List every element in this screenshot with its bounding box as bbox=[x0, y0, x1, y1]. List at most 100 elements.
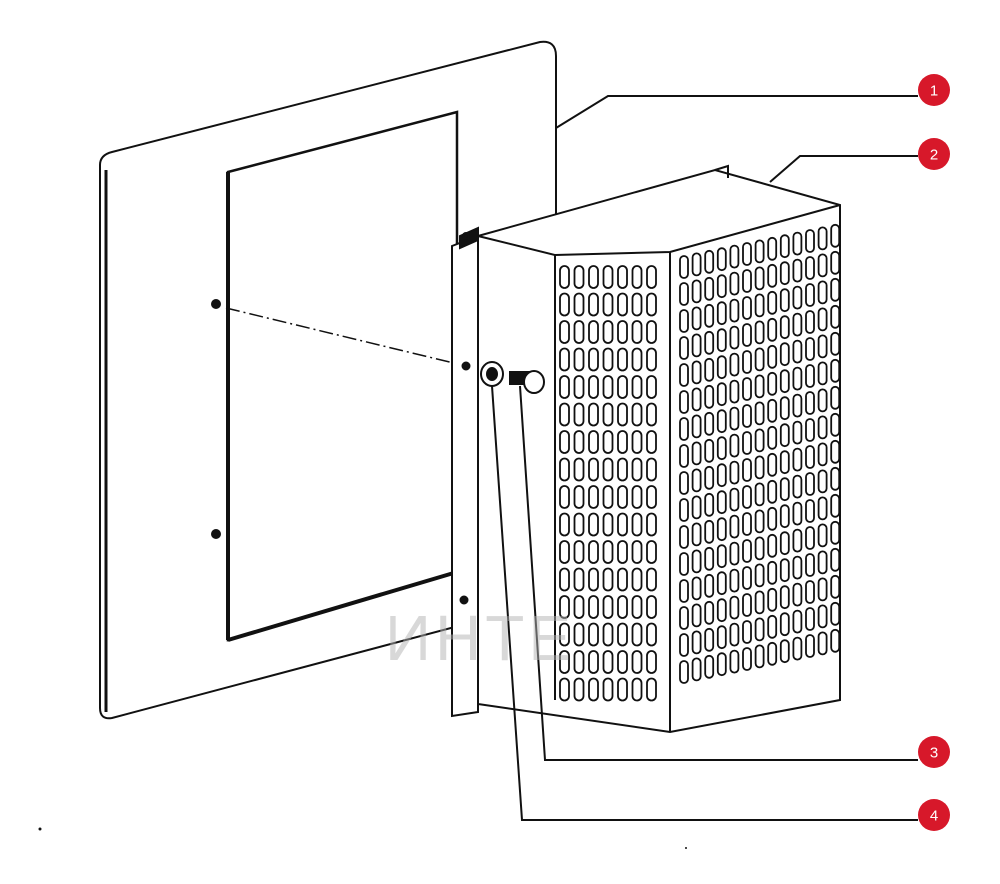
vent-slot bbox=[679, 444, 689, 468]
vent-slot bbox=[716, 652, 727, 677]
vent-slot bbox=[559, 457, 570, 482]
vent-slot bbox=[817, 361, 828, 386]
vent-slot bbox=[729, 298, 740, 323]
vent-slot bbox=[631, 347, 643, 372]
vent-slot bbox=[729, 352, 740, 377]
vent-slot bbox=[830, 601, 841, 626]
ventilated-housing bbox=[477, 164, 841, 734]
vent-slot bbox=[602, 457, 614, 482]
vent-slot bbox=[704, 465, 715, 490]
vent-slot bbox=[559, 265, 570, 289]
vent-slot bbox=[559, 567, 570, 592]
vent-slot bbox=[817, 550, 828, 575]
leader-line-2 bbox=[769, 155, 918, 183]
vent-slot bbox=[573, 375, 585, 399]
callout-3: 3 bbox=[918, 736, 950, 768]
vent-slot bbox=[792, 636, 803, 661]
vent-slot bbox=[830, 520, 841, 545]
vent-slot bbox=[646, 512, 657, 537]
vent-slot bbox=[767, 236, 778, 261]
vent-slot bbox=[588, 677, 599, 702]
vent-slot bbox=[767, 425, 778, 450]
vent-slot bbox=[631, 265, 643, 289]
vent-slot bbox=[742, 377, 752, 401]
vent-slot bbox=[559, 677, 570, 702]
vent-slot bbox=[805, 283, 815, 307]
vent-slot bbox=[742, 566, 752, 590]
vent-slot bbox=[646, 457, 657, 482]
vent-slot bbox=[830, 250, 841, 275]
vent-slot bbox=[754, 401, 765, 426]
vent-slot bbox=[805, 607, 815, 631]
vent-slot bbox=[817, 334, 828, 359]
vent-slot bbox=[573, 265, 585, 289]
callout-label: 2 bbox=[930, 147, 938, 164]
vent-slot bbox=[631, 402, 643, 427]
vent-slot bbox=[559, 595, 570, 619]
vent-slot bbox=[602, 320, 614, 344]
vent-slot bbox=[602, 265, 614, 289]
vent-slot bbox=[588, 430, 599, 454]
vent-slot bbox=[602, 430, 614, 454]
vent-slot bbox=[830, 385, 841, 410]
vent-slot bbox=[716, 517, 727, 542]
vent-slot bbox=[617, 347, 628, 372]
vent-slot bbox=[805, 499, 815, 523]
vent-slot bbox=[767, 452, 778, 477]
vent-slot bbox=[602, 677, 614, 702]
vent-slot bbox=[631, 540, 643, 564]
vent-slot bbox=[691, 414, 702, 439]
vent-slot bbox=[805, 256, 815, 280]
callout-4: 4 bbox=[918, 799, 950, 831]
vent-slot bbox=[588, 402, 599, 427]
vent-slot bbox=[716, 598, 727, 623]
vent-slot bbox=[754, 293, 765, 318]
callout-2: 2 bbox=[918, 138, 950, 170]
vent-slot bbox=[716, 409, 727, 434]
vent-slot bbox=[716, 301, 727, 326]
vent-slot bbox=[588, 265, 599, 289]
vent-slot bbox=[742, 323, 752, 347]
vent-slot bbox=[817, 253, 828, 278]
vent-slot bbox=[573, 402, 585, 427]
vent-slot bbox=[742, 404, 752, 428]
vent-slot bbox=[602, 595, 614, 619]
vent-slot bbox=[691, 522, 702, 547]
vent-slot bbox=[617, 375, 628, 399]
vent-slots-front bbox=[559, 265, 657, 702]
vent-slot bbox=[805, 364, 815, 388]
vent-slot bbox=[704, 492, 715, 517]
vent-slot bbox=[817, 577, 828, 602]
mounting-flange bbox=[451, 226, 479, 718]
vent-slot bbox=[729, 595, 740, 620]
vent-slot bbox=[631, 430, 643, 454]
vent-slot bbox=[729, 568, 740, 593]
vent-slot bbox=[767, 587, 778, 612]
vent-slot bbox=[646, 292, 657, 317]
vent-slot bbox=[691, 252, 702, 277]
vent-slot bbox=[631, 595, 643, 619]
vent-slot bbox=[646, 347, 657, 372]
vent-slot bbox=[742, 593, 752, 617]
vent-slot bbox=[742, 485, 752, 509]
vent-slot bbox=[830, 493, 841, 518]
vent-slot bbox=[754, 482, 765, 507]
vent-slot bbox=[754, 590, 765, 615]
vent-slot bbox=[646, 375, 657, 399]
vent-slot bbox=[559, 622, 570, 647]
vent-slot bbox=[729, 379, 740, 404]
vent-slot bbox=[691, 495, 702, 520]
vent-slot bbox=[573, 567, 585, 592]
vent-slot bbox=[729, 244, 740, 269]
vent-slot bbox=[617, 430, 628, 454]
vent-slot bbox=[754, 347, 765, 372]
vent-slot bbox=[646, 430, 657, 454]
vent-slot bbox=[631, 292, 643, 317]
vent-slot bbox=[779, 369, 790, 394]
callout-label: 1 bbox=[930, 83, 938, 100]
vent-slot bbox=[792, 231, 803, 256]
callout-1: 1 bbox=[918, 74, 950, 106]
vent-slot bbox=[691, 576, 702, 601]
vent-slot bbox=[631, 375, 643, 399]
